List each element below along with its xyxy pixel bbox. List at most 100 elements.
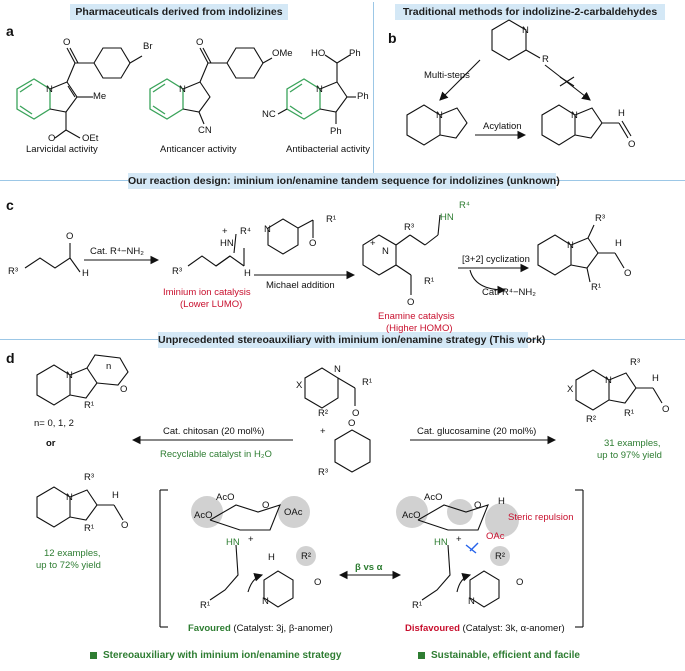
label-hn-c2: HN: [440, 212, 454, 223]
sub-r3-c3: R³: [404, 222, 415, 233]
atom-x-d1: X: [296, 380, 303, 391]
scheme-design: [24, 214, 625, 295]
label-larvicidal-activity: Larvicidal activity: [26, 144, 98, 155]
sub-nc: NC: [262, 109, 276, 120]
label-oac-2: OAc: [486, 531, 505, 542]
sub-r1-c3: R¹: [591, 282, 602, 293]
sub-me: Me: [93, 91, 107, 102]
sub-r3-c1: R³: [8, 266, 19, 277]
top-vertical-separator: [373, 2, 374, 174]
atom-o-d-enone: O: [348, 418, 356, 429]
caption-disfavoured: Disfavoured (Catalyst: 3k, α-anomer): [405, 623, 565, 634]
atom-o-ring-2: O: [474, 500, 482, 511]
atom-o-c2: O: [309, 238, 317, 249]
label-aco-2: AcO: [194, 510, 213, 521]
label-or: or: [46, 438, 56, 449]
atom-o-ring-1: O: [262, 500, 270, 511]
molecule-anticancer: [149, 47, 273, 125]
atom-h-dis: H: [498, 496, 505, 507]
caption-disfavoured-catalyst: (Catalyst: 3k, α-anomer): [462, 623, 565, 634]
label-cyclization: [3+2] cyclization: [462, 254, 530, 265]
sub-br: Br: [143, 41, 153, 52]
label-enamine-catalysis: Enamine catalysis: [378, 311, 455, 322]
atom-n-dis: N: [468, 596, 475, 607]
scheme-this-work: [36, 354, 663, 628]
label-higher-homo: (Higher HOMO): [386, 323, 453, 334]
label-oac-1: OAc: [284, 507, 303, 518]
molecule-larvicidal: [16, 47, 143, 139]
label-aco-1: AcO: [216, 492, 235, 503]
sub-ph-1: Ph: [349, 48, 361, 59]
sub-r1-d-left: R¹: [84, 400, 95, 411]
atom-o-fav: O: [314, 577, 322, 588]
bullet-square-icon: [90, 651, 97, 659]
label-yield-left-percent: up to 72% yield: [36, 560, 101, 571]
atom-o-d-left: O: [120, 384, 128, 395]
atom-n-fav: N: [262, 596, 269, 607]
label-steric-repulsion: Steric repulsion: [508, 512, 574, 523]
atom-h-c1: H: [82, 268, 89, 279]
sub-r3-c2: R³: [172, 266, 183, 277]
label-cat-amine-1: Cat. R⁴−NH₂: [90, 246, 144, 257]
atom-n-d-left: N: [66, 370, 73, 381]
caption-disfavoured-label: Disfavoured: [405, 623, 460, 634]
bullet-square-icon: [418, 651, 425, 659]
label-beta-vs-alpha: β vs α: [355, 562, 383, 573]
label-multi-steps: Multi-steps: [424, 70, 470, 81]
label-yield-left-examples: 12 examples,: [44, 548, 101, 559]
label-cat-glucosamine: Cat. glucosamine (20 mol%): [417, 426, 537, 437]
label-yield-right-examples: 31 examples,: [604, 438, 661, 449]
label-michael-addition: Michael addition: [266, 280, 335, 291]
sub-r2-fav: R²: [301, 551, 312, 562]
panel-label-a: a: [6, 23, 14, 39]
atom-h-c2: H: [244, 268, 251, 279]
sub-r4-c1: R⁴: [240, 226, 251, 237]
label-hn-dis: HN: [434, 537, 448, 548]
atom-o-d-sm: O: [352, 408, 360, 419]
atom-n-d-right: N: [605, 375, 612, 386]
caption-favoured: Favoured (Catalyst: 3j, β-anomer): [188, 623, 333, 634]
atom-o-b: O: [628, 139, 636, 150]
footer-right-text: Sustainable, efficient and facile: [431, 650, 580, 661]
label-acylation: Acylation: [483, 121, 522, 132]
label-recyclable: Recyclable catalyst in H₂O: [160, 449, 272, 460]
sub-cn: CN: [198, 125, 212, 136]
atom-x-d2: X: [567, 384, 574, 395]
sub-r3-c4: R³: [595, 213, 606, 224]
atom-o-d-right: O: [662, 404, 670, 415]
atom-n-c-prod: N: [567, 240, 574, 251]
atom-o-c3: O: [407, 297, 415, 308]
atom-n-a2: N: [179, 84, 186, 95]
sub-ph-2: Ph: [357, 91, 369, 102]
label-hn-c1: HN: [220, 238, 234, 249]
atom-o-d-left2: O: [121, 520, 129, 531]
atom-h-d-right: H: [652, 373, 659, 384]
sub-r1-d-right: R¹: [624, 408, 635, 419]
atom-n-b-left: N: [436, 110, 443, 121]
sub-r1-c2: R¹: [424, 276, 435, 287]
atom-n-d-sm: N: [334, 364, 341, 375]
atom-o-a3: O: [48, 133, 56, 144]
label-lower-lumo: (Lower LUMO): [180, 299, 243, 310]
charge-plus-fav: +: [248, 534, 254, 545]
sub-ome: OMe: [272, 48, 293, 59]
atom-o-a1: O: [63, 37, 71, 48]
panel-label-d: d: [6, 350, 15, 366]
atom-n-a3: N: [316, 84, 323, 95]
sub-r4-c2: R⁴: [459, 200, 470, 211]
label-hn-fav: HN: [226, 537, 240, 548]
scheme-traditional: [406, 19, 632, 146]
label-iminium-catalysis: Iminium ion catalysis: [163, 287, 251, 298]
sub-r2-d-right: R²: [586, 414, 597, 425]
sub-r1-dis: R¹: [412, 600, 423, 611]
sub-r3-d-enone: R³: [318, 467, 329, 478]
sub-ph-3: Ph: [330, 126, 342, 137]
label-aco-4: AcO: [402, 510, 421, 521]
atom-h-d-left: H: [112, 490, 119, 501]
label-anticancer-activity: Anticancer activity: [160, 144, 237, 155]
label-n-values: n= 0, 1, 2: [34, 418, 74, 429]
banner-this-work: Unprecedented stereoauxiliary with imini…: [158, 332, 546, 348]
label-aco-3: AcO: [424, 492, 443, 503]
sub-oet: OEt: [82, 133, 99, 144]
